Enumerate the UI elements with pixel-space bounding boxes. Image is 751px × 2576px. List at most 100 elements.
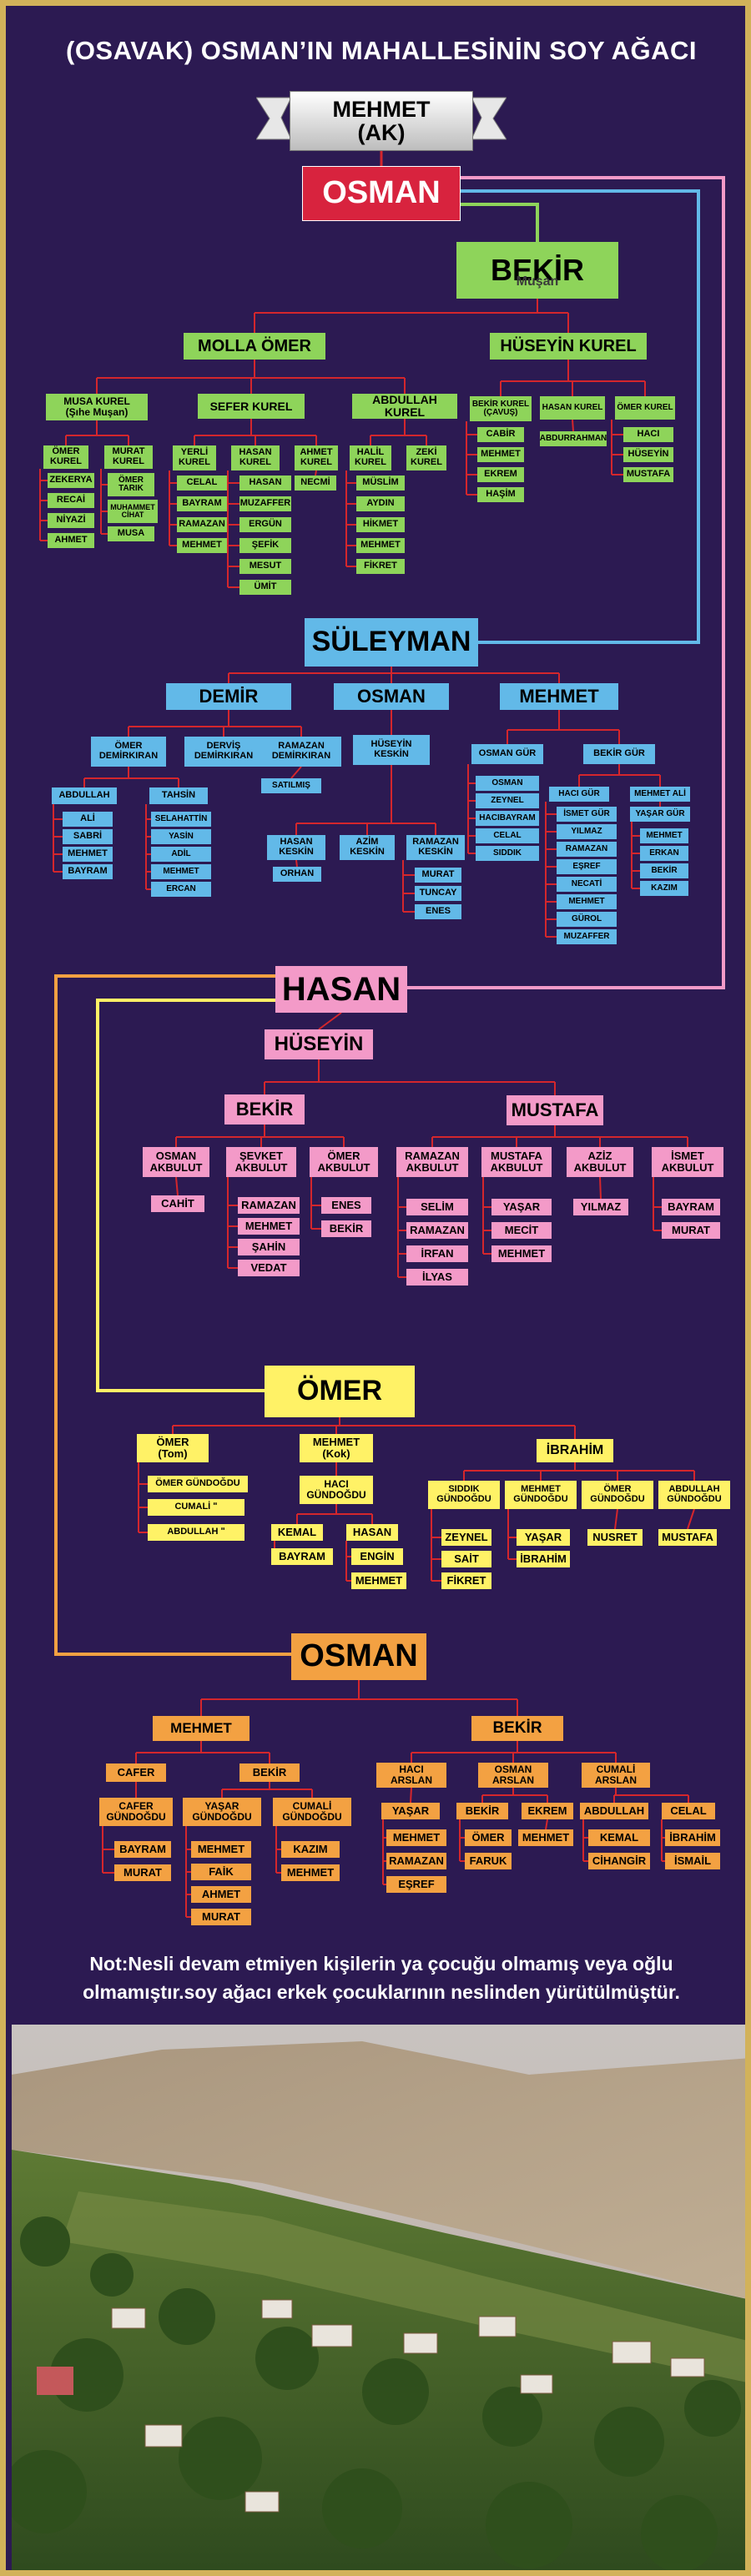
branch-osman-orange: OSMAN [291,1633,426,1680]
leaf-yasar-gundogdu-meh: MEHMET [191,1841,251,1858]
leaf-osman-gur-cel: CELAL [476,828,539,843]
leaf-bekir-has: HAŞİM [477,487,524,502]
leaf-haci-gur-esr: EŞREF [557,859,617,874]
mehmet-kok-node: MEHMET (Kok) [300,1434,373,1462]
mehmet-blue-node: MEHMET [500,683,618,710]
connector-line [295,859,298,868]
leaf-yerli-meh: MEHMET [177,538,227,553]
omer-akbulut-node: ÖMER AKBULUT [310,1147,378,1177]
abdullah-orange-node: ABDULLAH [580,1803,648,1819]
leaf-mustafa-akbulut-mec: MECİT [491,1222,552,1239]
ramazan-akbulut-node: RAMAZAN AKBULUT [396,1147,468,1177]
leaf-siddik-zey: ZEYNEL [441,1529,491,1546]
leaf-yasar-orange-esr: EŞREF [386,1876,446,1893]
leaf-halil-meh: MEHMET [356,538,405,553]
leaf-cumali-kaz: KAZIM [281,1841,340,1858]
leaf-osman-gur-hb: HACIBAYRAM [476,811,539,826]
bekir-gur-node: BEKİR GÜR [583,744,655,764]
leaf-haci-gur-nec: NECATİ [557,877,617,892]
leaf-siddik-sai: SAİT [441,1551,491,1567]
bekir-orange-grandchild: BEKİR [456,1803,508,1819]
omer-tom-node: ÖMER (Tom) [137,1434,209,1462]
leaf-mehmet-gundogdu-ibr: İBRAHİM [517,1551,570,1567]
osman-akbulut-node: OSMAN AKBULUT [143,1147,209,1177]
leaf-omer-akbulut-bek: BEKİR [321,1220,371,1237]
root-node: MEHMET (AK) [290,91,473,151]
abdullah-blue-node: ABDULLAH [52,787,117,804]
cumali-gundogdu-node: CUMALİ GÜNDOĞDU [273,1798,351,1826]
connector-line [96,999,275,1392]
leaf-yasar-gundogdu-ahm: AHMET [191,1886,251,1903]
huseyin-kurel-node: HÜSEYİN KUREL [490,333,647,360]
hasan-keskin-node: HASAN KESKİN [267,835,325,860]
leaf-omer-gundogdu: ÖMER GÜNDOĞDU [148,1476,248,1492]
leaf-yasar-orange-meh: MEHMET [386,1829,446,1846]
leaf-bekir-orange-ome: ÖMER [465,1829,512,1846]
haci-arslan-node: HACI ARSLAN [376,1763,446,1788]
leaf-cumali-ditto: CUMALİ ʺ [148,1499,244,1516]
connector-line [599,1176,602,1200]
leaf-osman-gur-zey: ZEYNEL [476,793,539,808]
leaf-engin: ENGİN [351,1548,403,1565]
leaf-haci-gur-ram: RAMAZAN [557,842,617,857]
leaf-haci-gur-yil: YILMAZ [557,824,617,839]
ismet-akbulut-node: İSMET AKBULUT [652,1147,723,1177]
branch-osman-red: OSMAN [302,166,461,221]
leaf-osman-gur-osm: OSMAN [476,776,539,791]
branch-omer: ÖMER [265,1366,415,1417]
leaf-abdullah-meh: MEHMET [63,847,113,862]
footnote: Not:Nesli devam etmiyen kişilerin ya çoc… [83,1953,680,2003]
leaf-bekir-orange-far: FARUK [465,1853,512,1869]
branch-suleyman: SÜLEYMAN [305,618,478,667]
leaf-omer-hac: HACI [623,427,673,442]
leaf-omer-tarik: ÖMER TARIK [108,473,154,496]
mehmet-gundogdu-node: MEHMET GÜNDOĞDU [505,1481,577,1509]
molla-omer-node: MOLLA ÖMER [184,333,325,360]
leaf-omer-mus: MUSTAFA [623,467,673,482]
leaf-haci-gur-gur: GÜROL [557,912,617,927]
leaf-bekir-cab: CABİR [477,427,524,442]
leaf-abdullah-ali: ALİ [63,812,113,827]
cafer-gundogdu-node: CAFER GÜNDOĞDU [99,1798,173,1826]
leaf-yasar-gur-kaz: KAZIM [640,881,688,896]
cafer-node: CAFER [106,1763,166,1782]
leaf-hasan-erg: ERGÜN [239,517,291,532]
ibrahim-yellow-node: İBRAHİM [537,1439,613,1462]
leaf-mehmet-gundogdu-yas: YAŞAR [517,1529,570,1546]
leaf-yasar-gur-erk: ERKAN [640,846,688,861]
halil-kurel-node: HALİL KUREL [350,445,391,470]
bekir-kurel-node: BEKİR KUREL (ÇAVUŞ) [470,396,532,421]
sefer-kurel-node: SEFER KUREL [198,394,305,419]
leaf-yasar-orange-ram: RAMAZAN [386,1853,446,1869]
leaf-sevket-ved: VEDAT [238,1260,300,1276]
sevket-akbulut-node: ŞEVKET AKBULUT [226,1147,296,1177]
leaf-yasar-gur-bek: BEKİR [640,863,688,878]
leaf-yasar-gundogdu-mur: MURAT [191,1909,251,1925]
leaf-mustafa-akbulut-yas: YAŞAR [491,1199,552,1215]
mehmet-orange-node: MEHMET [153,1716,249,1741]
leaf-mustafa-akbulut-meh: MEHMET [491,1245,552,1262]
ramazan-keskin-node: RAMAZAN KESKİN [406,835,465,860]
haci-gundogdu-node: HACI GÜNDOĞDU [300,1476,373,1504]
yasar-orange-node: YAŞAR [381,1803,440,1819]
leaf-sevket-ram: RAMAZAN [238,1197,300,1214]
leaf-bekir-meh: MEHMET [477,447,524,462]
leaf-cafer-mur: MURAT [114,1864,171,1881]
leaf-osman-gur-sid: SIDDIK [476,846,539,861]
leaf-ismet-akbulut-bay: BAYRAM [662,1199,720,1215]
siddik-gundogdu-node: SIDDIK GÜNDOĞDU [428,1481,500,1509]
bekir-orange-child: BEKİR [239,1763,300,1782]
leaf-necmi: NECMİ [295,475,336,491]
connector-line [545,1819,548,1830]
leaf-tahsin-sel: SELAHATTİN [151,812,211,827]
tree-connector-lines [39,151,725,1918]
leaf-abdullah-bay: BAYRAM [63,864,113,879]
ahmet-kurel-node: AHMET KUREL [295,445,338,470]
ekrem-orange-node: EKREM [522,1803,573,1819]
leaf-rec: RECAİ [48,493,94,508]
yasar-gur-node: YAŞAR GÜR [630,807,690,822]
leaf-halil-mus: MÜSLİM [356,475,405,491]
yasar-gundogdu-node: YAŞAR GÜNDOĞDU [183,1798,261,1826]
leaf-musa: MUSA [108,526,154,541]
bekir-pink-node: BEKİR [224,1094,305,1124]
